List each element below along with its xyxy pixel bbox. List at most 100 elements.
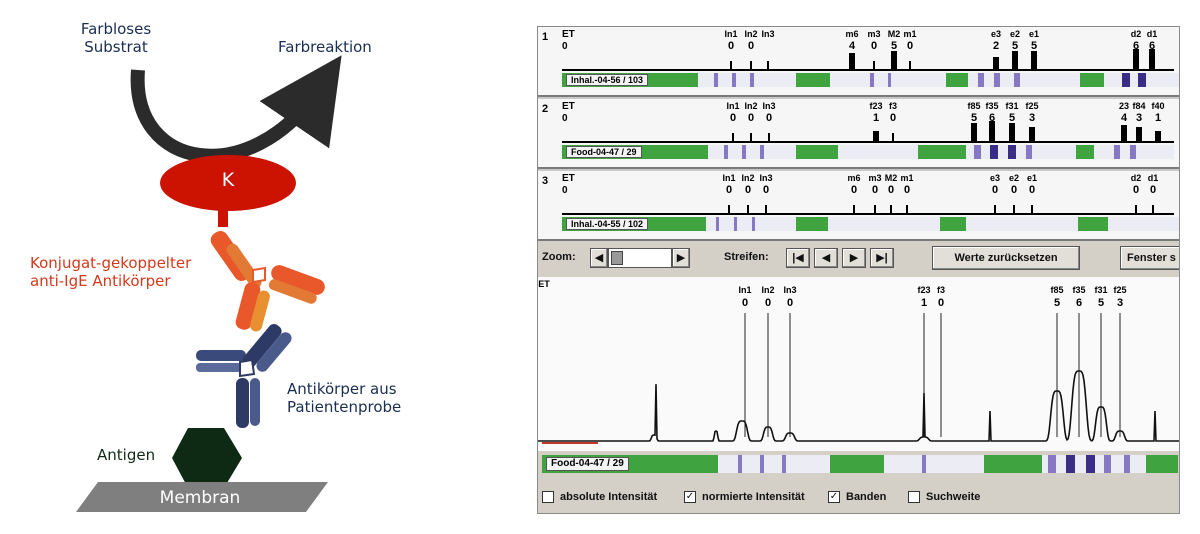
strip-peak-value: 0 xyxy=(871,184,879,196)
strip-peak-label: d2 xyxy=(1130,29,1142,39)
strip-peak-tick xyxy=(853,205,855,213)
strip-band-bar: Inhal.-04-56 / 103 xyxy=(562,73,1179,87)
strip-peak-label: d1 xyxy=(1147,173,1159,183)
antigen-label: Antigen xyxy=(97,446,156,464)
strip-peak-value: 6 xyxy=(988,112,996,124)
strip-peak-tick xyxy=(750,133,752,141)
plot-sample-label: Food-04-47 / 29 xyxy=(546,457,629,471)
strip-peak-tick xyxy=(890,205,892,213)
plot-band-window xyxy=(884,455,984,473)
strip-peak-tick xyxy=(768,133,770,141)
option-checkbox[interactable]: Suchweite xyxy=(908,491,980,503)
antigen-hexagon xyxy=(172,428,242,488)
strip-peak-value: 0 xyxy=(906,40,914,52)
strip-peak-label: m1 xyxy=(903,29,917,39)
strip-band xyxy=(714,73,718,87)
strip-peak-tick xyxy=(989,121,995,141)
strip-peak-value: 1 xyxy=(872,112,880,124)
immunoassay-diagram: Farbloses Substrat Farbreaktion K Konjug… xyxy=(0,0,520,534)
strip-peak-value: 0 xyxy=(1028,184,1036,196)
window-button[interactable]: Fenster s xyxy=(1120,246,1179,270)
strip-peak-label: In3 xyxy=(762,101,776,111)
next-strip-button[interactable]: ▶ xyxy=(842,248,866,268)
strip-peak-value: 0 xyxy=(747,112,755,124)
strip-peak-value: 0 xyxy=(744,184,752,196)
strip-band xyxy=(1138,73,1146,87)
strip-number: 3 xyxy=(542,175,549,187)
strip-peak-tick xyxy=(909,61,911,69)
strip-peak-tick xyxy=(1013,205,1015,213)
reaction-label: Farbreaktion xyxy=(278,38,372,56)
plot-peak-label: In1 xyxy=(738,285,752,295)
strip-peak-value: 0 xyxy=(725,184,733,196)
strip-peak-value: 2 xyxy=(992,40,1000,52)
strip-peak-label: 23 xyxy=(1118,101,1130,111)
checkbox-checked-icon[interactable]: ✓ xyxy=(828,491,840,503)
zoom-slider[interactable] xyxy=(608,248,672,268)
strip-et-value: 0 xyxy=(562,113,568,124)
strip-peak-value: 0 xyxy=(727,40,735,52)
strip-band xyxy=(734,217,737,231)
zoom-right-button[interactable]: ▶ xyxy=(672,248,690,268)
strip-band xyxy=(990,145,998,159)
strip-peak-value: 5 xyxy=(1030,40,1038,52)
last-strip-button[interactable]: ▶| xyxy=(870,248,894,268)
option-checkbox[interactable]: ✓Banden xyxy=(828,491,886,503)
strip-peak-tick xyxy=(750,61,752,69)
strip-band xyxy=(1026,145,1032,159)
checkbox-checked-icon[interactable]: ✓ xyxy=(684,491,696,503)
toolbar: Zoom: ◀ ▶ Streifen: |◀ ◀ ▶ ▶| Werte zurü… xyxy=(538,241,1179,275)
checkbox-empty-icon[interactable] xyxy=(542,491,554,503)
zoom-slider-thumb[interactable] xyxy=(611,251,623,265)
strip-baseline xyxy=(562,141,1174,143)
strip-peak-label: f3 xyxy=(888,101,898,111)
display-options: absolute Intensität ✓normierte Intensität… xyxy=(538,483,1179,513)
zoom-left-button[interactable]: ◀ xyxy=(590,248,608,268)
option-checkbox[interactable]: ✓normierte Intensität xyxy=(684,491,805,503)
plot-peak-label: In3 xyxy=(783,285,797,295)
strip-sample-label: Food-04-47 / 29 xyxy=(566,146,642,158)
strip-peak-tick xyxy=(1152,205,1154,213)
strip-band-window xyxy=(966,217,1078,231)
plot-strip-bar: Food-04-47 / 29 xyxy=(538,451,1179,477)
strip-peak-tick xyxy=(1031,205,1033,213)
reset-values-button[interactable]: Werte zurücksetzen xyxy=(932,246,1080,270)
plot-band xyxy=(1104,455,1111,473)
strip-peak-tick xyxy=(874,205,876,213)
intensity-curve xyxy=(538,370,1179,442)
strip-peak-value: 0 xyxy=(850,184,858,196)
strip-peak-tick xyxy=(1135,205,1137,213)
plot-band xyxy=(738,455,742,473)
checkbox-empty-icon[interactable] xyxy=(908,491,920,503)
strip-peak-label: In2 xyxy=(744,29,758,39)
strip-peak-label: f31 xyxy=(1005,101,1019,111)
strip-peak-value: 0 xyxy=(762,184,770,196)
strip-peak-value: 3 xyxy=(1028,112,1036,124)
previous-strip-button[interactable]: ◀ xyxy=(814,248,838,268)
membrane-label: Membran xyxy=(159,488,241,508)
strip-peak-tick xyxy=(1029,127,1035,141)
strip-peak-value: 3 xyxy=(1135,112,1143,124)
option-checkbox[interactable]: absolute Intensität xyxy=(542,491,657,503)
strip-peak-tick xyxy=(732,133,734,141)
strip-band xyxy=(732,73,736,87)
option-checkbox-label: Suchweite xyxy=(926,491,981,503)
strip-band xyxy=(974,145,981,159)
first-strip-button[interactable]: |◀ xyxy=(786,248,810,268)
strip-band xyxy=(760,145,764,159)
strip-et-value: 0 xyxy=(562,41,568,52)
strip-band xyxy=(1014,73,1020,87)
plot-band xyxy=(782,455,786,473)
strip-peak-value: 0 xyxy=(887,184,895,196)
strip-peak-label: m3 xyxy=(867,29,881,39)
strip-peak-value: 0 xyxy=(1149,184,1157,196)
strip-peak-label: In1 xyxy=(726,101,740,111)
plot-band xyxy=(1066,455,1075,473)
strip-sample-label: Inhal.-04-55 / 102 xyxy=(566,218,649,230)
strip-peak-value: 0 xyxy=(747,40,755,52)
strip-peak-value: 6 xyxy=(1132,40,1140,52)
